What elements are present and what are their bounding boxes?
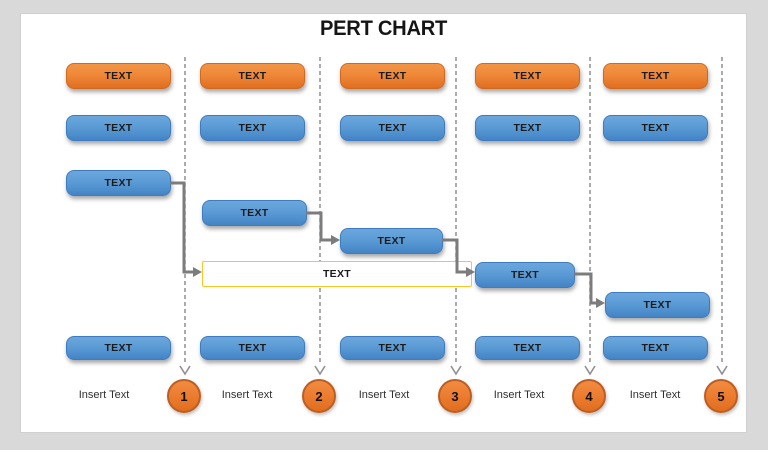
milestone-arrow-icon: [584, 365, 596, 376]
node-label: TEXT: [378, 342, 407, 354]
node-label: TEXT: [643, 299, 672, 311]
node-box-chain-4[interactable]: TEXT: [475, 262, 575, 288]
node-box-top-4[interactable]: TEXT: [475, 63, 580, 89]
node-label: TEXT: [240, 207, 269, 219]
connector-line: [442, 238, 467, 274]
connector-line: [574, 272, 597, 305]
connector-arrow-icon: [596, 298, 605, 308]
insert-text-label[interactable]: Insert Text: [221, 389, 273, 401]
milestone-number: 2: [315, 388, 323, 404]
node-label: TEXT: [104, 122, 133, 134]
node-box-bottom-4[interactable]: TEXT: [475, 336, 580, 360]
connector-arrow-icon: [466, 267, 475, 277]
node-label: TEXT: [378, 122, 407, 134]
milestone-circle-2[interactable]: 2: [302, 379, 336, 413]
node-label: TEXT: [322, 268, 352, 280]
milestone-circle-4[interactable]: 4: [572, 379, 606, 413]
node-box-span-task[interactable]: TEXT: [202, 261, 472, 287]
node-label: TEXT: [513, 122, 542, 134]
milestone-circle-3[interactable]: 3: [438, 379, 472, 413]
node-label: TEXT: [238, 122, 267, 134]
node-box-chain-1[interactable]: TEXT: [66, 170, 171, 196]
milestone-circle-1[interactable]: 1: [167, 379, 201, 413]
node-label: TEXT: [104, 70, 133, 82]
node-box-bottom-1[interactable]: TEXT: [66, 336, 171, 360]
milestone-number: 3: [451, 388, 459, 404]
node-box-chain-5[interactable]: TEXT: [605, 292, 710, 318]
node-label: TEXT: [378, 70, 407, 82]
node-box-top-5[interactable]: TEXT: [603, 63, 708, 89]
milestone-arrow-icon: [179, 365, 191, 376]
node-label: TEXT: [513, 70, 542, 82]
node-box-chain-2[interactable]: TEXT: [202, 200, 307, 226]
milestone-number: 5: [717, 388, 725, 404]
node-box-chain-3[interactable]: TEXT: [340, 228, 443, 254]
node-box-row2-1[interactable]: TEXT: [66, 115, 171, 141]
node-label: TEXT: [641, 70, 670, 82]
node-label: TEXT: [510, 269, 540, 281]
node-box-top-2[interactable]: TEXT: [200, 63, 305, 89]
node-box-top-3[interactable]: TEXT: [340, 63, 445, 89]
node-box-bottom-2[interactable]: TEXT: [200, 336, 305, 360]
milestone-circle-5[interactable]: 5: [704, 379, 738, 413]
insert-text-label[interactable]: Insert Text: [358, 389, 410, 401]
milestone-arrow-icon: [314, 365, 326, 376]
page-title: PERT CHART: [319, 17, 448, 40]
milestone-number: 4: [585, 388, 593, 404]
node-label: TEXT: [238, 342, 267, 354]
node-box-bottom-5[interactable]: TEXT: [603, 336, 708, 360]
insert-text-label[interactable]: Insert Text: [629, 389, 681, 401]
milestone-arrow-icon: [716, 365, 728, 376]
node-box-row2-4[interactable]: TEXT: [475, 115, 580, 141]
node-box-row2-2[interactable]: TEXT: [200, 115, 305, 141]
insert-text-label[interactable]: Insert Text: [493, 389, 545, 401]
node-box-top-1[interactable]: TEXT: [66, 63, 171, 89]
node-label: TEXT: [641, 342, 670, 354]
milestone-arrow-icon: [450, 365, 462, 376]
node-box-bottom-3[interactable]: TEXT: [340, 336, 445, 360]
node-label: TEXT: [513, 342, 542, 354]
node-box-row2-5[interactable]: TEXT: [603, 115, 708, 141]
insert-text-label[interactable]: Insert Text: [78, 389, 130, 401]
connector-line: [170, 181, 194, 274]
connector-arrow-icon: [331, 235, 340, 245]
connector-arrow-icon: [193, 267, 202, 277]
node-label: TEXT: [104, 342, 133, 354]
node-label: TEXT: [104, 177, 133, 189]
connector-line: [306, 211, 332, 242]
node-label: TEXT: [238, 70, 267, 82]
milestone-number: 1: [180, 388, 188, 404]
node-label: TEXT: [377, 235, 406, 247]
node-box-row2-3[interactable]: TEXT: [340, 115, 445, 141]
node-label: TEXT: [641, 122, 670, 134]
